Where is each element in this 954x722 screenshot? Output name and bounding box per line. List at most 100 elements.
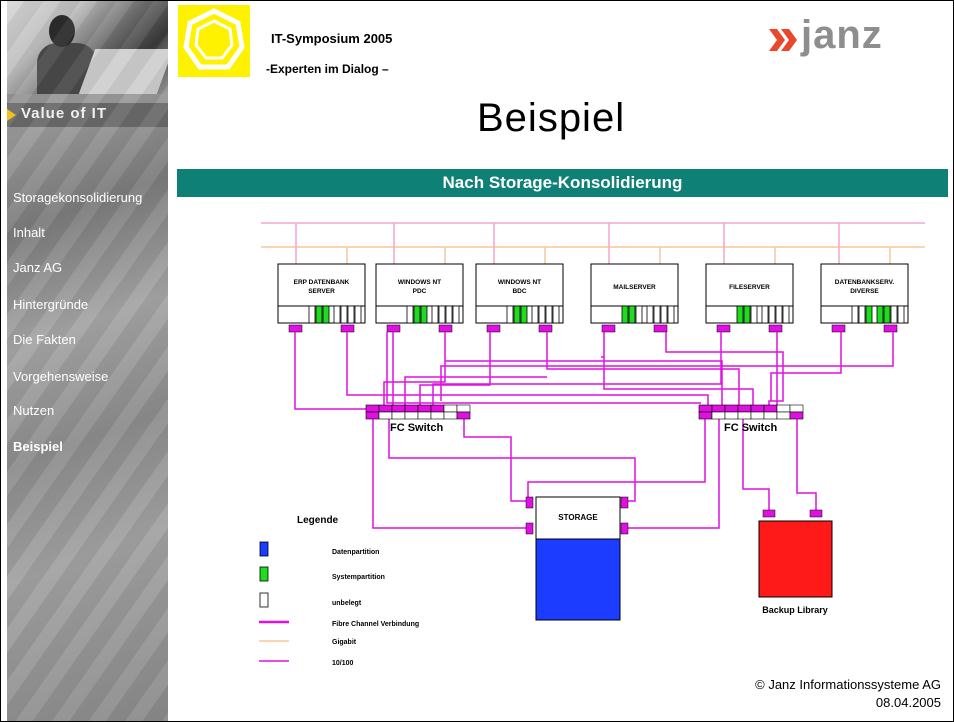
server-port <box>538 324 553 333</box>
sidebar-item-inhalt[interactable]: Inhalt <box>13 225 45 240</box>
tagline-arrow-icon <box>7 109 16 121</box>
server-name-line2: PDC <box>413 288 427 295</box>
server-name: MAILSERVER <box>613 284 656 291</box>
storage-array <box>535 538 621 621</box>
server-name: DATENBANKSERV. <box>835 279 895 286</box>
footer-copyright: © Janz Informationssysteme AG <box>755 677 941 692</box>
sidebar-item-janz-ag[interactable]: Janz AG <box>13 260 63 275</box>
server-port <box>438 324 453 333</box>
partition-cell <box>851 305 859 324</box>
switch-port <box>378 411 393 420</box>
partition-cell <box>506 305 514 324</box>
partition-cell <box>315 305 323 324</box>
server-box <box>375 263 464 307</box>
tagline: Value of IT <box>21 105 108 122</box>
switch-port <box>443 411 458 420</box>
partition-cell <box>322 305 330 324</box>
janz-logo-mark-icon <box>769 29 797 51</box>
partition-cell <box>736 305 744 324</box>
switch-port <box>391 411 406 420</box>
switch-port <box>404 411 419 420</box>
partition-cell <box>354 305 362 324</box>
server-box <box>820 263 909 307</box>
storage-port <box>525 522 534 535</box>
switch-port <box>417 404 432 413</box>
switch-port <box>724 404 739 413</box>
switch-port <box>391 404 406 413</box>
sidebar-item-beispiel[interactable]: Beispiel <box>13 439 63 454</box>
switch-port <box>737 404 752 413</box>
backup-port <box>762 509 776 518</box>
server-port <box>601 324 616 333</box>
section-header: Nach Storage-Konsolidierung <box>177 169 948 197</box>
partition-cell <box>545 305 553 324</box>
partition-cell <box>646 305 654 324</box>
partition-cell <box>445 305 453 324</box>
partition-cell <box>406 305 414 324</box>
switch-port <box>763 404 778 413</box>
partition-cell <box>413 305 421 324</box>
server-port <box>831 324 846 333</box>
switch-port <box>365 404 380 413</box>
switch-port <box>711 404 726 413</box>
partition-cell <box>865 305 873 324</box>
fc-switch-right <box>698 404 804 420</box>
partition-cell <box>858 305 866 324</box>
partition-cell <box>452 305 460 324</box>
symposium-logo <box>178 5 250 77</box>
legend-title: Legende <box>297 515 339 526</box>
switch-port <box>698 404 713 413</box>
sidebar-item-nutzen[interactable]: Nutzen <box>13 403 55 418</box>
partition-cell <box>743 305 751 324</box>
switch-port <box>417 411 432 420</box>
partition-cell <box>347 305 355 324</box>
partition-cell <box>552 305 560 324</box>
server-port <box>386 324 401 333</box>
switch-port <box>776 411 791 420</box>
switch-port <box>443 404 458 413</box>
partition-cell <box>635 305 643 324</box>
legend-label-gigabit: Gigabit <box>332 639 357 646</box>
janz-logo: janz <box>801 13 883 57</box>
sidebar-item-storagekonsolidierung[interactable]: Storagekonsolidierung <box>13 190 143 205</box>
sidebar-item-vorgehensweise[interactable]: Vorgehensweise <box>13 369 109 384</box>
switch-port <box>724 411 739 420</box>
fc-switch-right-label: FC Switch <box>724 422 777 434</box>
server-name-line2: BDC <box>512 288 526 295</box>
partition-cell <box>890 305 898 324</box>
legend-swatch-data <box>259 541 269 557</box>
sidebar-item-hintergruende[interactable]: Hintergründe <box>13 297 89 312</box>
partition-cell <box>667 305 675 324</box>
section-title: Nach Storage-Konsolidierung <box>442 173 683 192</box>
partition-cell <box>883 305 891 324</box>
partition-cell <box>333 305 341 324</box>
switch-port <box>737 411 752 420</box>
partition-cell <box>750 305 758 324</box>
server-name: WINDOWS NT <box>498 279 541 286</box>
partition-cell <box>653 305 661 324</box>
partition-cell <box>438 305 446 324</box>
switch-port <box>789 404 804 413</box>
server-port <box>340 324 355 333</box>
switch-port <box>750 404 765 413</box>
symposium-title: IT-Symposium 2005 <box>271 31 393 46</box>
partition-cell <box>660 305 668 324</box>
server-box <box>277 263 366 307</box>
server-port <box>768 324 783 333</box>
sidebar-item-die-fakten[interactable]: Die Fakten <box>13 332 76 347</box>
partition-cell <box>420 305 428 324</box>
partition-cell <box>621 305 629 324</box>
legend-swatch-system <box>259 566 269 582</box>
storage-port <box>525 496 534 509</box>
server-port <box>486 324 501 333</box>
partition-cell <box>768 305 776 324</box>
server-port <box>653 324 668 333</box>
partition-cell <box>431 305 439 324</box>
legend-label-lan: 10/100 <box>332 660 354 667</box>
switch-port <box>698 411 713 420</box>
footer-date: 08.04.2005 <box>875 695 941 710</box>
partition-cell <box>538 305 546 324</box>
partition-cell <box>520 305 528 324</box>
